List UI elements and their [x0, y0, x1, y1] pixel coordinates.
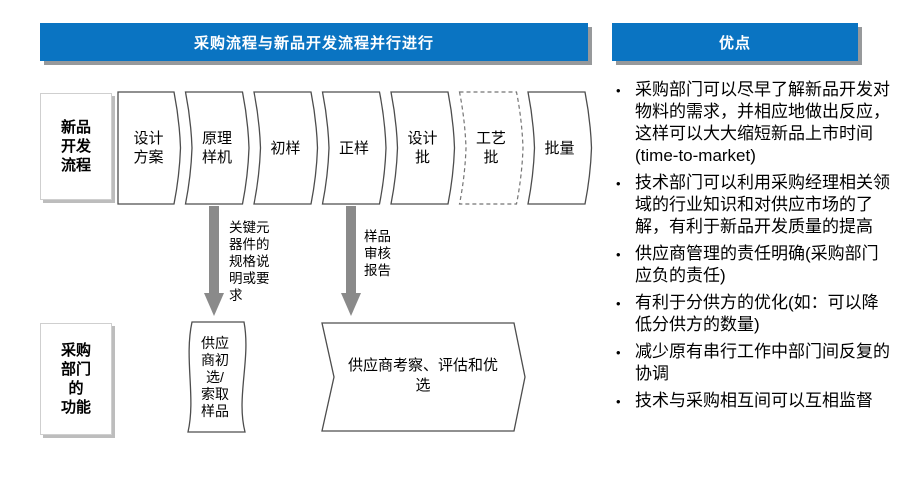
bullet-icon: • — [616, 394, 621, 409]
main-process-banner: 采购流程与新品开发流程并行进行 — [40, 23, 588, 61]
dev-process-row-label: 新品 开发 流程 — [40, 93, 112, 200]
main-process-title: 采购流程与新品开发流程并行进行 — [193, 34, 434, 52]
advantage-text: 技术与采购相互间可以互相监督 — [635, 391, 873, 410]
advantage-text: 采购部门可以尽早了解新品开发对物料的需求，并相应地做出反应，这样可以大大缩短新品… — [635, 80, 890, 165]
advantages-banner: 优点 — [612, 23, 858, 61]
step-shape-mass-production — [527, 91, 593, 205]
step-shape-first-sample — [253, 91, 319, 205]
advantage-text: 供应商管理的责任明确(采购部门应负的责任) — [635, 244, 879, 285]
purchasing-row-label-text: 采购 部门 的 功能 — [60, 342, 91, 416]
advantage-text: 有利于分供方的优化(如：可以降低分供方的数量) — [635, 293, 879, 334]
step-label-final-sample: 正样 — [338, 139, 369, 157]
bullet-icon: • — [616, 83, 621, 98]
step-label-process-batch: 工艺 批 — [475, 130, 506, 166]
supplier-eval-shape — [321, 322, 526, 432]
step-label-design-plan: 设计 方案 — [133, 130, 164, 166]
advantages-list: • 采购部门可以尽早了解新品开发对物料的需求，并相应地做出反应，这样可以大大缩短… — [612, 79, 893, 417]
dev-process-steps-shapes — [117, 91, 593, 205]
list-item: • 供应商管理的责任明确(采购部门应负的责任) — [612, 243, 893, 287]
purchasing-row-label: 采购 部门 的 功能 — [40, 323, 112, 435]
bullet-icon: • — [616, 345, 621, 360]
handoff-note-spec: 关键元 器件的 规格说 明或要 求 — [229, 220, 270, 303]
step-label-prototype: 原理 样机 — [201, 130, 232, 166]
supplier-preselect-shape — [187, 321, 247, 433]
list-item: • 技术部门可以利用采购经理相关领域的行业知识和对供应市场的了解，有利于新品开发… — [612, 172, 893, 238]
advantage-text: 减少原有串行工作中部门间反复的协调 — [635, 342, 890, 383]
step-label-mass-production: 批量 — [544, 139, 575, 157]
step-shape-design-batch — [390, 91, 456, 205]
step-label-design-batch: 设计 批 — [407, 130, 438, 166]
step-label-first-sample: 初样 — [270, 139, 301, 157]
list-item: • 减少原有串行工作中部门间反复的协调 — [612, 341, 893, 385]
supplier-preselect-label: 供应 商初 选/ 索取 样品 — [201, 334, 229, 419]
step-shape-design-plan — [117, 91, 182, 205]
bullet-icon: • — [616, 247, 621, 262]
list-item: • 有利于分供方的优化(如：可以降低分供方的数量) — [612, 292, 893, 336]
bullet-icon: • — [616, 296, 621, 311]
supplier-eval-label: 供应商考察、评估和优 选 — [347, 357, 498, 394]
step-shape-prototype — [184, 91, 250, 205]
bullet-icon: • — [616, 176, 621, 191]
step-shape-final-sample — [321, 91, 387, 205]
list-item: • 技术与采购相互间可以互相监督 — [612, 390, 893, 412]
advantage-text: 技术部门可以利用采购经理相关领域的行业知识和对供应市场的了解，有利于新品开发质量… — [635, 173, 890, 236]
list-item: • 采购部门可以尽早了解新品开发对物料的需求，并相应地做出反应，这样可以大大缩短… — [612, 79, 893, 167]
handoff-note-sample-report: 样品 审核 报告 — [364, 229, 391, 278]
down-arrow-icon-1 — [204, 206, 224, 316]
advantages-title: 优点 — [718, 34, 751, 52]
down-arrow-icon-2 — [341, 206, 361, 316]
step-shape-process-batch — [458, 91, 524, 205]
dev-process-row-label-text: 新品 开发 流程 — [60, 119, 91, 174]
